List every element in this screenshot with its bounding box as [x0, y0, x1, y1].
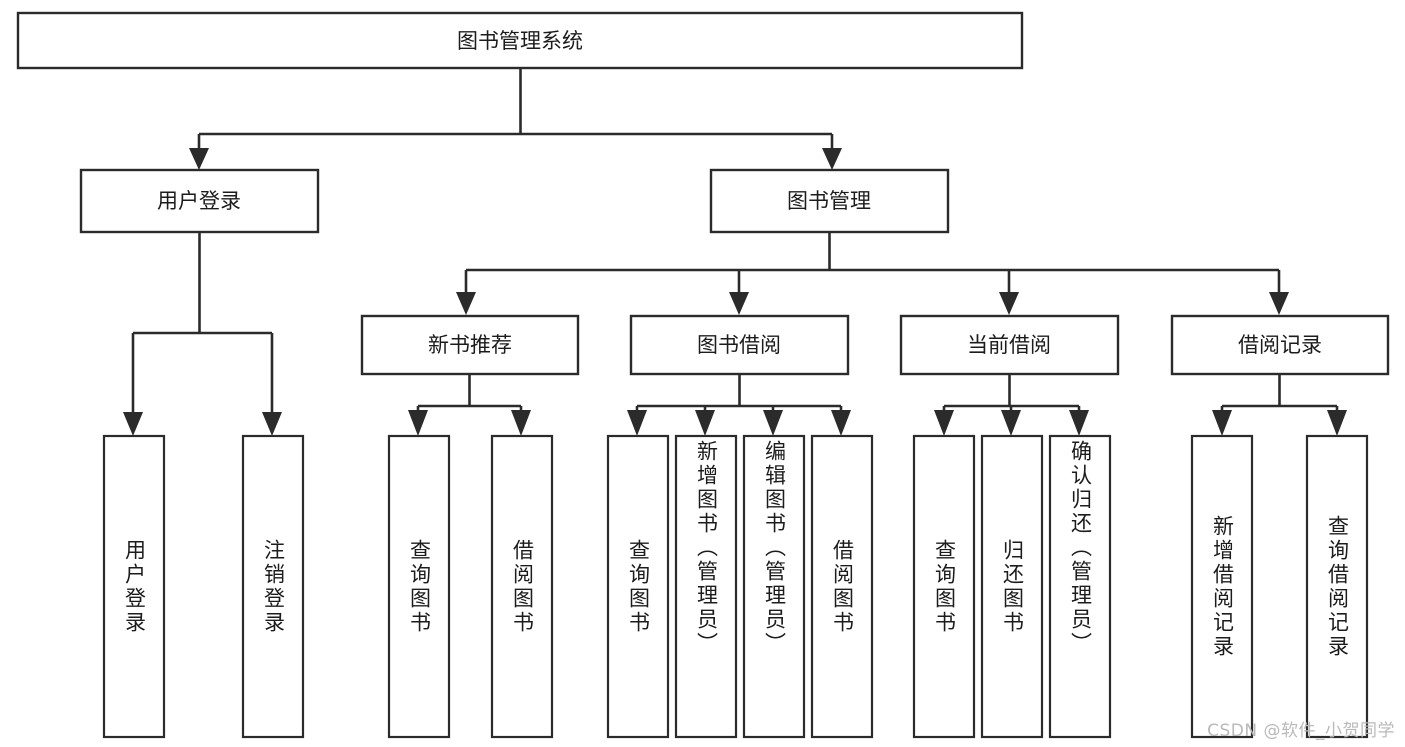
- leaf-box-bb-borrow-book[interactable]: [810, 434, 874, 739]
- arrow-head-nbr-query-book: [408, 410, 428, 436]
- connector-group: [123, 68, 1347, 436]
- node-new-book-recommend-label: 新书推荐: [428, 333, 512, 357]
- csdn-watermark: CSDN @软件_小贺同学: [1207, 721, 1395, 741]
- arrow-head-cb-return-book: [1001, 410, 1021, 436]
- node-book-management[interactable]: 图书管理: [709, 168, 950, 234]
- arrow-head-bb-add-book: [695, 410, 715, 436]
- node-borrow-record-label: 借阅记录: [1238, 333, 1322, 357]
- leaf-box-br-query-record[interactable]: [1305, 434, 1369, 739]
- node-book-management-label: 图书管理: [787, 189, 871, 213]
- node-current-borrow-label: 当前借阅: [967, 333, 1051, 357]
- arrow-head-bb-edit-book: [763, 410, 783, 436]
- node-book-borrow[interactable]: 图书借阅: [629, 314, 850, 376]
- node-user-login[interactable]: 用户登录: [79, 168, 320, 234]
- arrow-head-br-add-record: [1212, 410, 1232, 436]
- leaf-box-br-add-record[interactable]: [1190, 434, 1254, 739]
- arrow-head-cb-confirm-return: [1069, 410, 1089, 436]
- leaf-box-user-login[interactable]: [102, 434, 166, 739]
- leaf-box-bb-edit-book[interactable]: [742, 434, 806, 739]
- node-new-book-recommend[interactable]: 新书推荐: [360, 314, 580, 376]
- node-book-management-box[interactable]: [709, 168, 950, 234]
- leaf-box-cb-query-book[interactable]: [912, 434, 976, 739]
- arrow-head-cb-query-book: [934, 410, 954, 436]
- node-root-box[interactable]: [16, 11, 1024, 70]
- arrow-head-bb-query-book: [627, 410, 647, 436]
- node-current-borrow[interactable]: 当前借阅: [899, 314, 1120, 376]
- leaf-box-bb-add-book[interactable]: [674, 434, 738, 739]
- node-root-label: 图书管理系统: [457, 29, 583, 53]
- arrow-head-bb-borrow-book: [831, 410, 851, 436]
- arrow-head-leaf-user-login: [123, 412, 143, 436]
- node-new-book-recommend-box[interactable]: [360, 314, 580, 376]
- node-user-login-label: 用户登录: [157, 189, 241, 213]
- node-borrow-record[interactable]: 借阅记录: [1170, 314, 1390, 376]
- node-root[interactable]: 图书管理系统: [16, 11, 1024, 70]
- arrow-head-borrow-record: [1269, 292, 1289, 315]
- node-borrow-record-box[interactable]: [1170, 314, 1390, 376]
- leaf-box-cb-return-book[interactable]: [980, 434, 1044, 739]
- leaf-box-cb-confirm-return[interactable]: [1048, 434, 1112, 739]
- arrow-head-new-book-recommend: [456, 292, 476, 315]
- arrow-head-br-query-record: [1327, 410, 1347, 436]
- arrow-head-user-login: [189, 148, 209, 170]
- node-user-login-box[interactable]: [79, 168, 320, 234]
- arrow-head-book-mgmt: [822, 148, 842, 170]
- node-book-borrow-box[interactable]: [629, 314, 850, 376]
- leaf-box-bb-query-book[interactable]: [606, 434, 670, 739]
- arrow-head-leaf-logout: [262, 412, 282, 436]
- arrow-head-book-borrow: [729, 292, 749, 315]
- node-current-borrow-box[interactable]: [899, 314, 1120, 376]
- leaf-box-nbr-borrow-book[interactable]: [490, 434, 554, 739]
- leaf-box-logout[interactable]: [241, 434, 305, 739]
- arrow-head-current-borrow: [999, 292, 1019, 315]
- leaf-box-nbr-query-book[interactable]: [387, 434, 451, 739]
- arrow-head-nbr-borrow-book: [511, 410, 531, 436]
- node-book-borrow-label: 图书借阅: [697, 333, 781, 357]
